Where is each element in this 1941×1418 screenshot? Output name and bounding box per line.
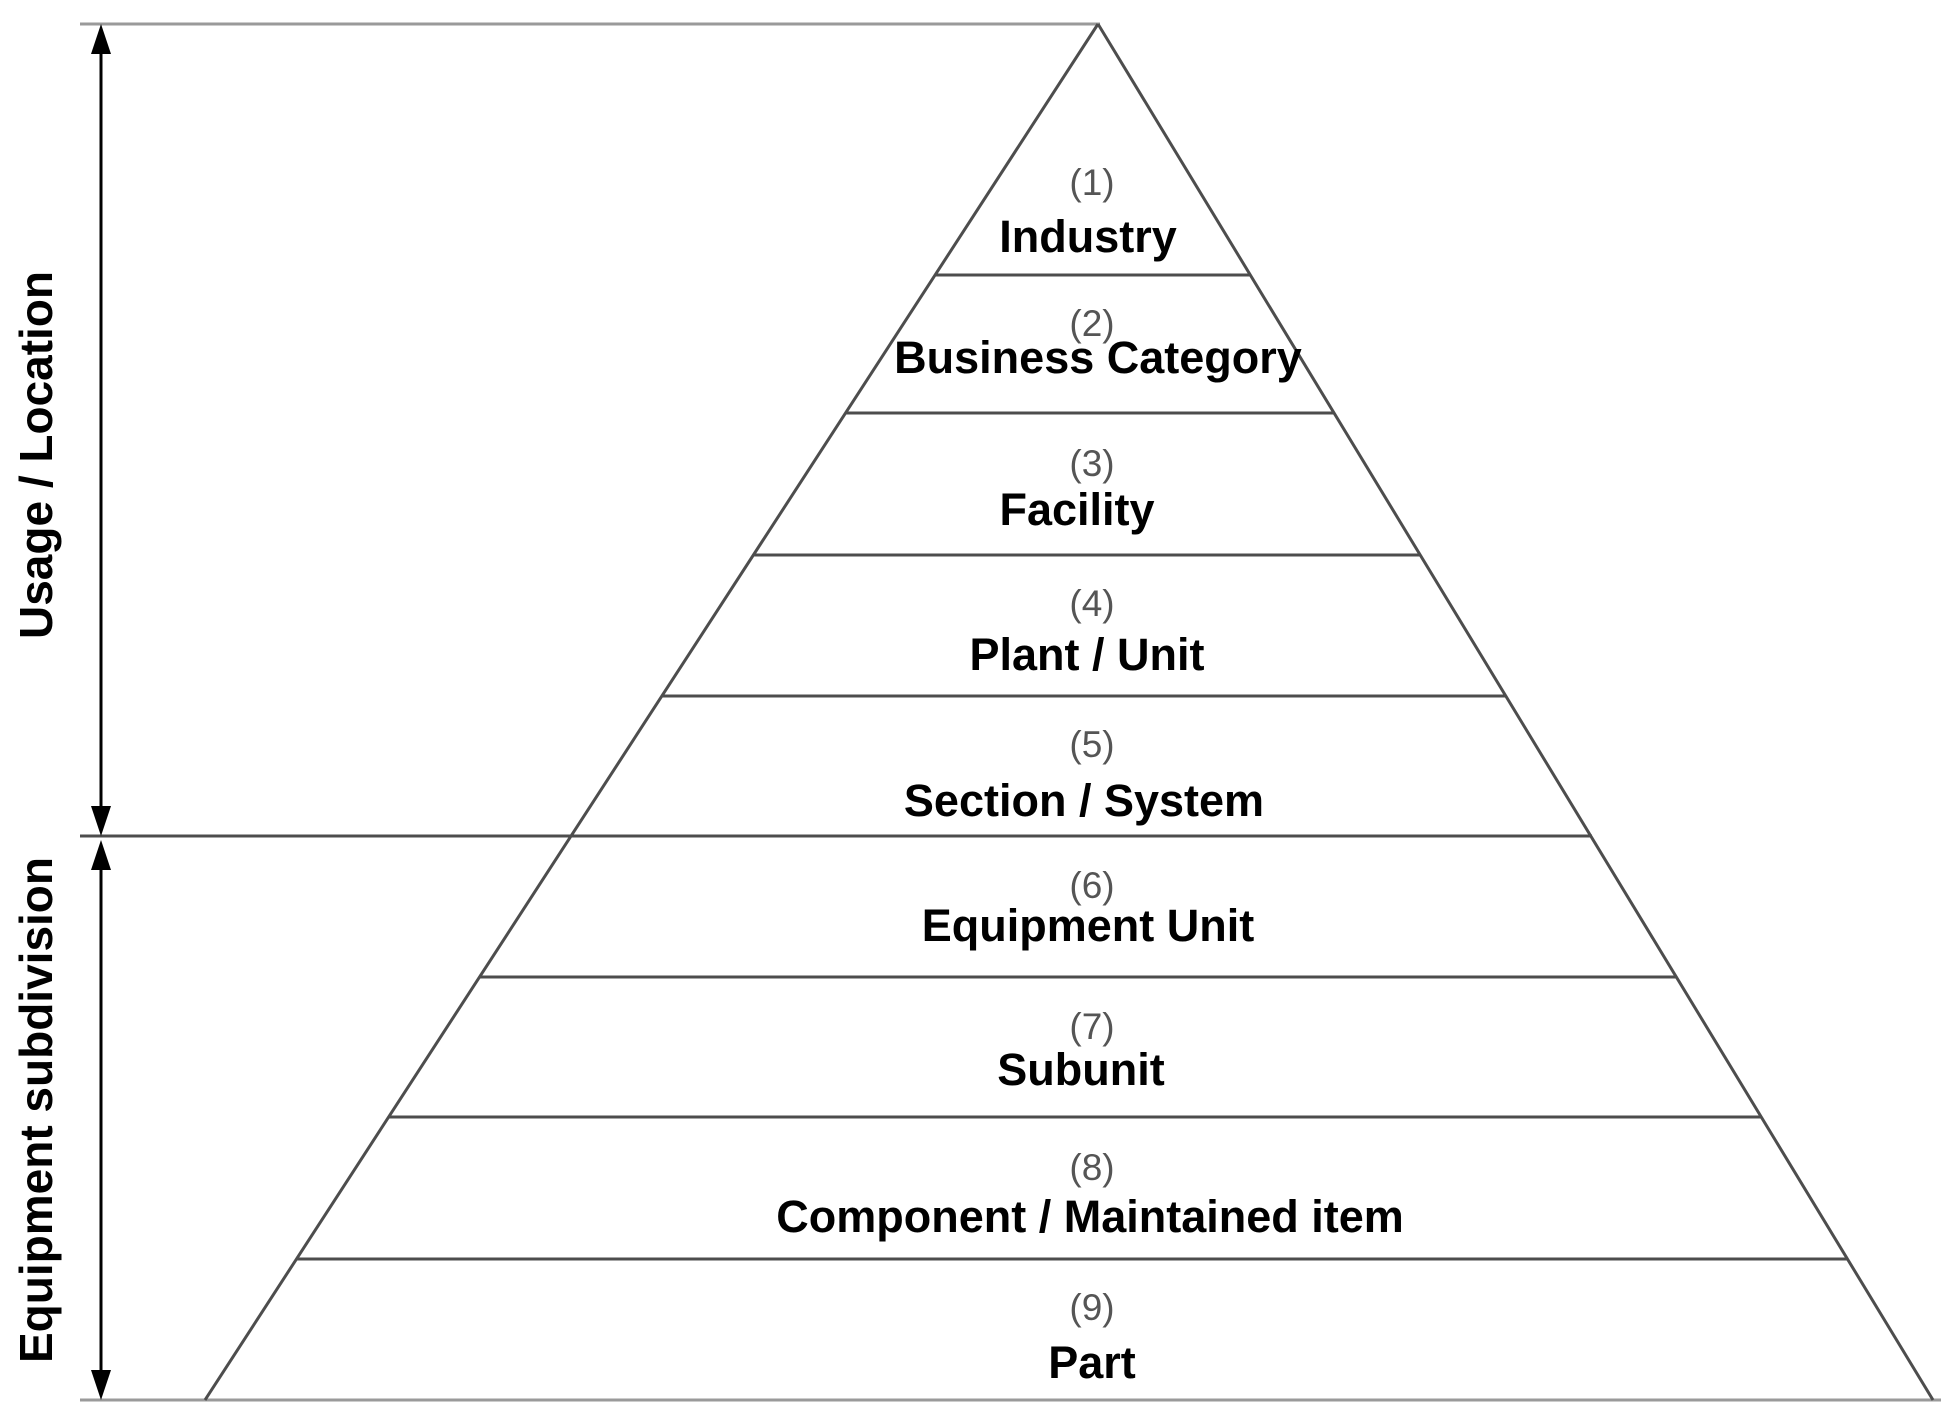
usage-location-arrow-up-head (91, 24, 111, 54)
level-number-7: (7) (1069, 1006, 1114, 1047)
level-name-8: Component / Maintained item (776, 1191, 1404, 1242)
level-number-4: (4) (1069, 583, 1114, 624)
level-name-4: Plant / Unit (970, 629, 1205, 680)
level-name-6: Equipment Unit (922, 900, 1254, 951)
level-name-9: Part (1048, 1337, 1136, 1388)
level-dividers (296, 273, 1848, 1261)
equipment-subdivision-arrow-down-head (91, 1370, 111, 1400)
group-label-usage-location: Usage / Location (10, 271, 62, 639)
pyramid-right-edge (1096, 23, 1935, 1401)
level-number-5: (5) (1069, 724, 1114, 765)
level-number-9: (9) (1069, 1287, 1114, 1328)
level-labels: (1) Industry (2) Business Category (3) F… (776, 162, 1404, 1388)
level-number-6: (6) (1069, 865, 1114, 906)
level-name-3: Facility (999, 484, 1154, 535)
level-name-1: Industry (999, 211, 1177, 262)
group-label-equipment-subdivision: Equipment subdivision (10, 857, 62, 1363)
usage-location-arrow (91, 24, 111, 836)
level-number-1: (1) (1069, 162, 1114, 203)
level-number-2: (2) (1069, 303, 1114, 344)
equipment-subdivision-arrow-up-head (91, 840, 111, 870)
usage-location-arrow-down-head (91, 806, 111, 836)
level-name-5: Section / System (904, 775, 1264, 826)
level-number-3: (3) (1069, 443, 1114, 484)
level-name-7: Subunit (997, 1044, 1164, 1095)
pyramid-outline (203, 23, 1935, 1401)
pyramid-left-edge (203, 23, 1100, 1401)
level-name-2: Business Category (894, 332, 1302, 383)
level-number-8: (8) (1069, 1147, 1114, 1188)
equipment-subdivision-arrow (91, 840, 111, 1400)
